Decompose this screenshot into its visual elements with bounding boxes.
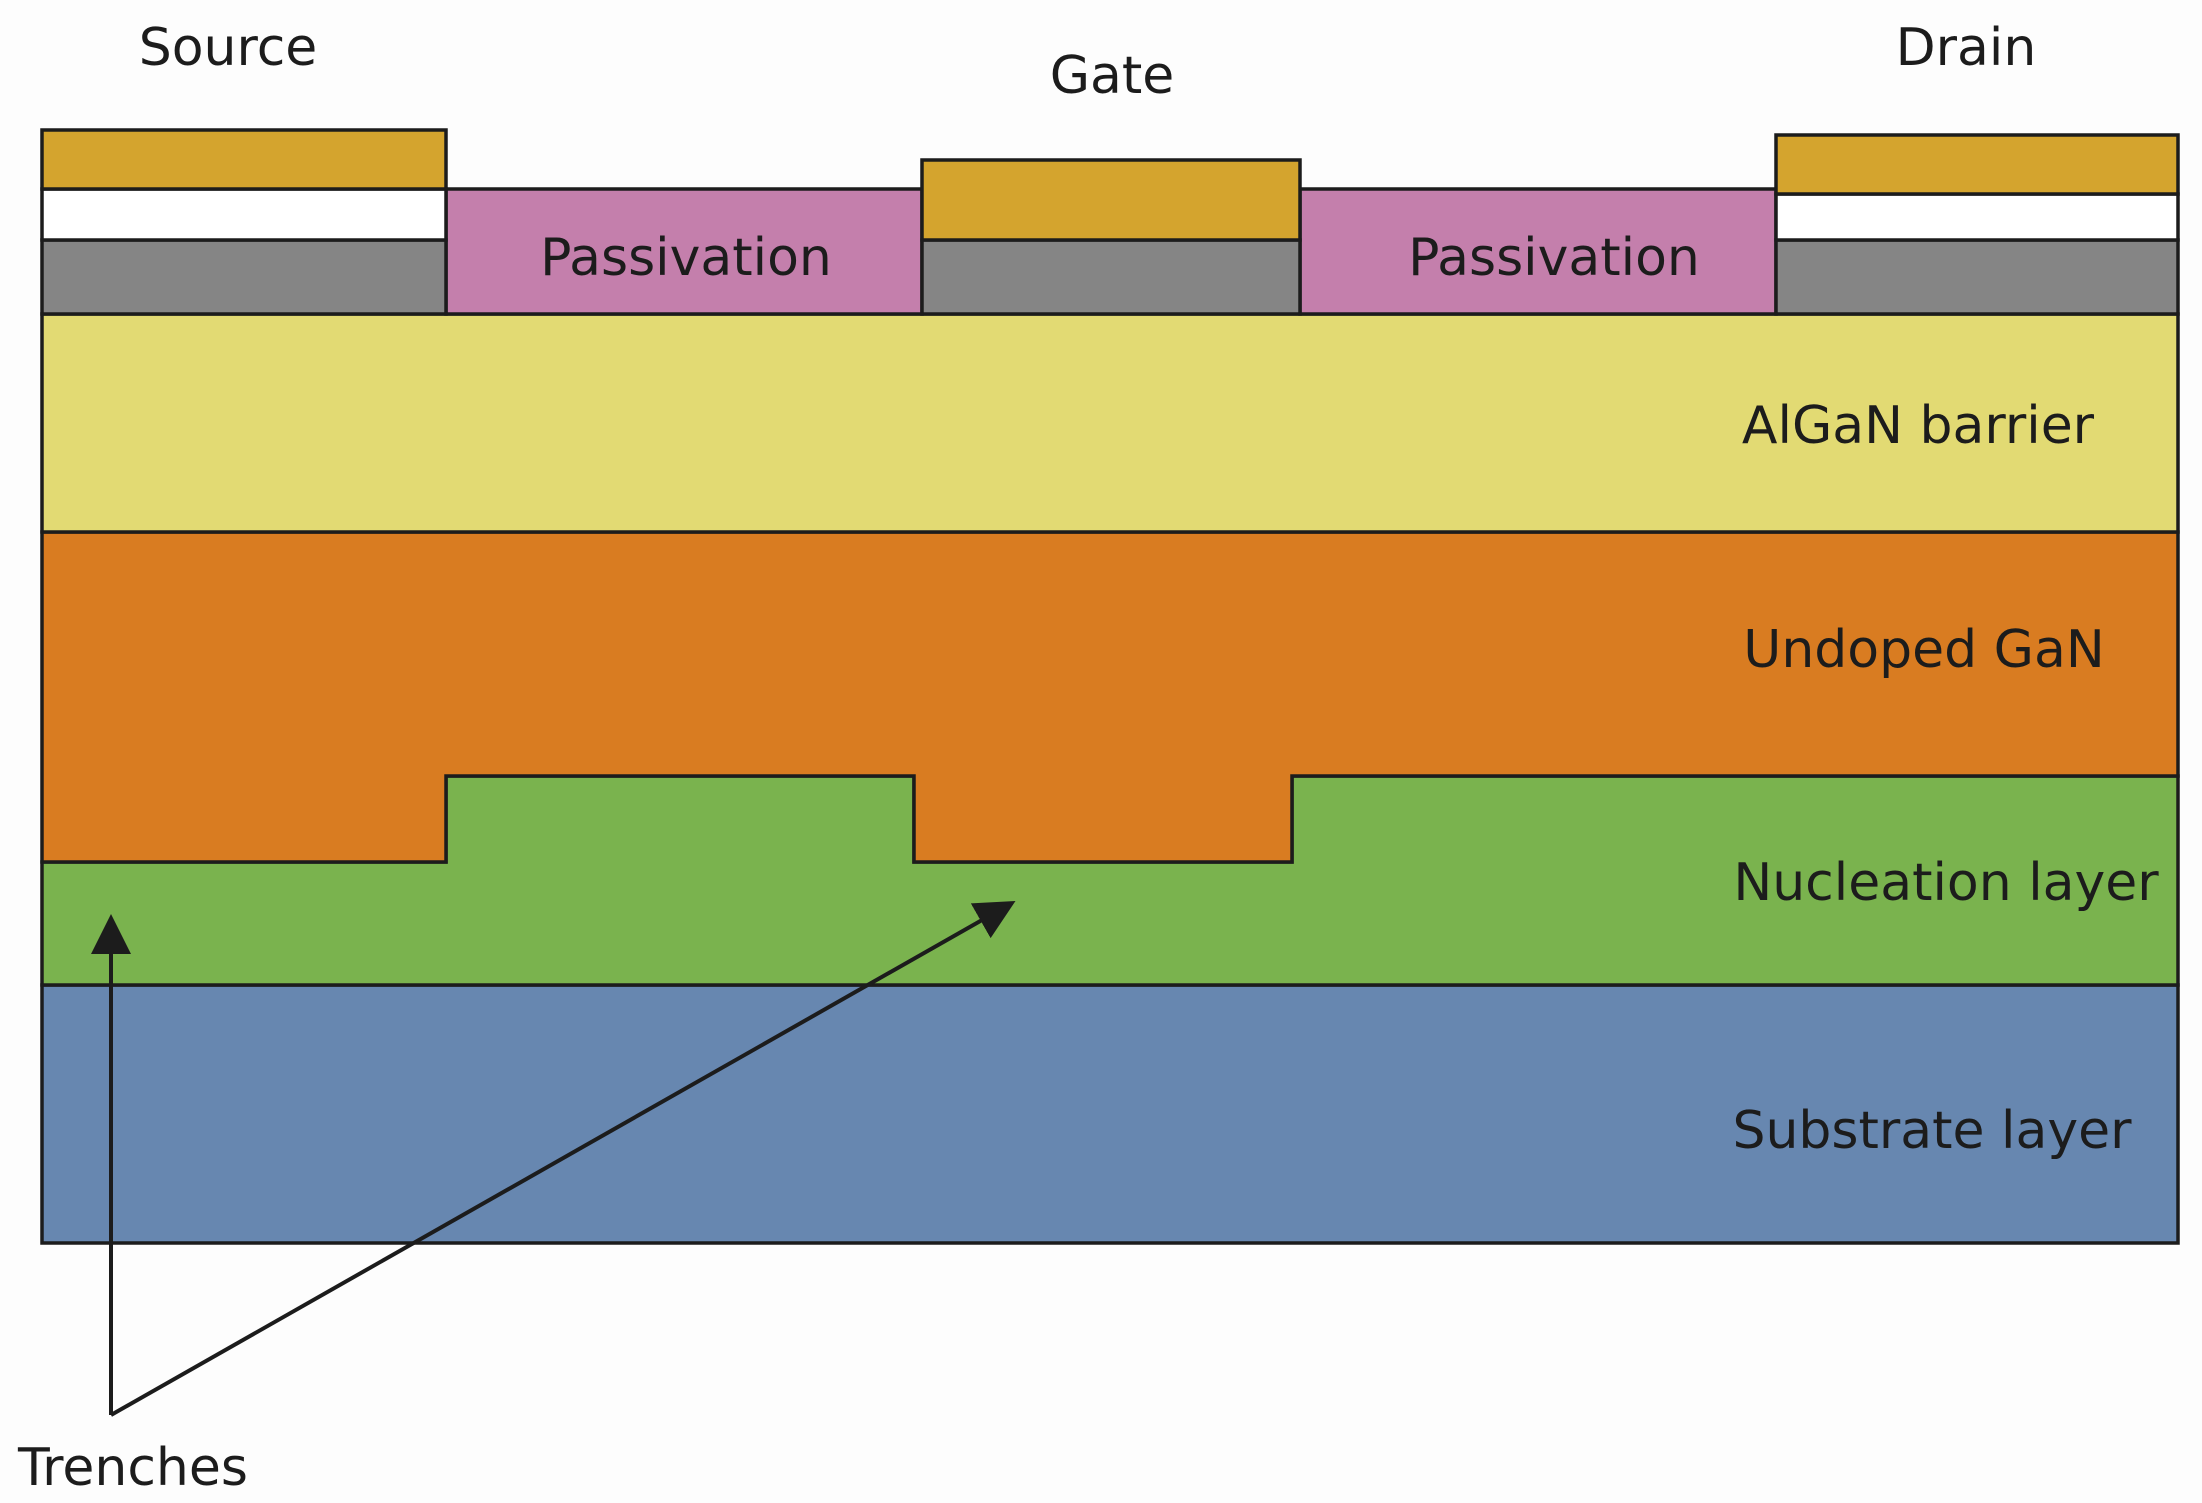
trench-arrow-right: [110, 901, 1016, 1417]
gate-base-layer: [920, 238, 1302, 316]
source-label: Source: [139, 18, 318, 78]
passivation-right: [1298, 187, 1778, 316]
source-metal-layer: [40, 128, 448, 191]
source-base-layer: [40, 238, 448, 316]
drain-base-layer: [1774, 238, 2180, 316]
undoped-gan-layer: [40, 530, 2180, 864]
source-insulator-layer: [40, 187, 448, 242]
nucleation-layer-label: Nucleation layer: [1733, 853, 2159, 913]
drain-metal-layer: [1774, 133, 2180, 196]
algan-barrier-label: AlGaN barrier: [1742, 396, 2095, 456]
algan-barrier-layer: [40, 312, 2180, 534]
drain-insulator-layer: [1774, 192, 2180, 242]
substrate-layer: [40, 983, 2180, 1245]
drain-contact: [1774, 133, 2180, 316]
substrate-layer-label: Substrate layer: [1732, 1101, 2132, 1161]
source-contact: [40, 128, 448, 316]
trenches-label: Trenches: [17, 1438, 248, 1498]
passivation-left-label: Passivation: [540, 228, 832, 288]
passivation-right-label: Passivation: [1408, 228, 1700, 288]
drain-label: Drain: [1896, 18, 2037, 78]
gate-label: Gate: [1050, 46, 1175, 106]
undoped-gan-label: Undoped GaN: [1743, 620, 2104, 680]
gate-metal-layer: [920, 158, 1302, 242]
gate-contact: [920, 158, 1302, 316]
